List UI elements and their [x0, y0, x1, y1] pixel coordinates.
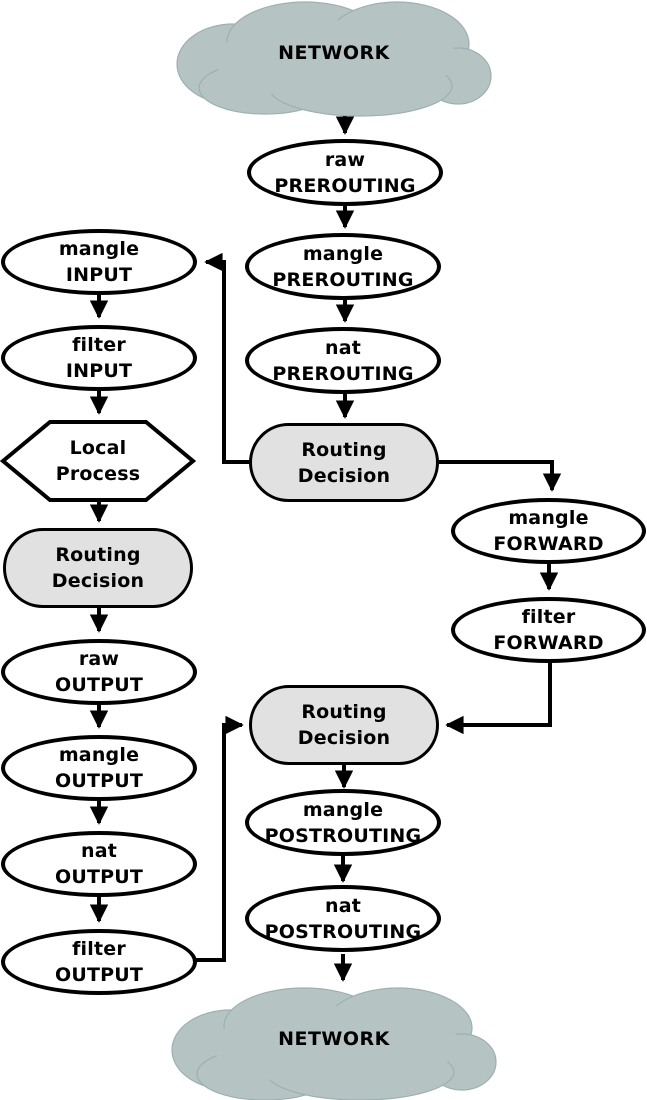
chain-name: OUTPUT — [54, 770, 144, 792]
chain-table: nat — [80, 840, 118, 862]
process-label: Process — [55, 463, 141, 485]
node-mangle-output: mangle OUTPUT — [1, 735, 197, 801]
network-cloud-top: NETWORK — [175, 0, 493, 118]
chain-name: OUTPUT — [54, 674, 144, 696]
node-nat-output: nat OUTPUT — [1, 831, 197, 897]
chain-name: FORWARD — [493, 533, 604, 555]
decision-label: Routing — [301, 701, 387, 723]
decision-label: Decision — [51, 570, 145, 592]
chain-table: mangle — [508, 507, 589, 529]
node-routing-decision-left: Routing Decision — [3, 528, 193, 608]
node-filter-output: filter OUTPUT — [1, 929, 197, 995]
network-label-top: NETWORK — [278, 42, 390, 64]
chain-table: nat — [324, 336, 362, 359]
decision-label: Decision — [297, 727, 391, 749]
node-mangle-prerouting: mangle PREROUTING — [245, 233, 441, 300]
arrow-filter-forward-to-routing-bottom — [445, 661, 552, 735]
node-routing-decision-bottom: Routing Decision — [249, 685, 439, 765]
node-raw-prerouting: raw PREROUTING — [247, 139, 443, 206]
process-label: Local — [69, 437, 127, 459]
chain-name: PREROUTING — [274, 174, 416, 197]
chain-table: mangle — [302, 242, 384, 265]
chain-table: mangle — [302, 798, 384, 821]
chain-table: filter — [521, 606, 576, 628]
cloud-shape-icon — [176, 1, 492, 117]
chain-name: OUTPUT — [54, 964, 144, 986]
node-mangle-input: mangle INPUT — [1, 229, 197, 295]
network-cloud-bottom: NETWORK — [170, 984, 498, 1100]
arrow-routing-to-mangle-input — [204, 252, 251, 464]
chain-table: filter — [72, 938, 126, 960]
network-label-bottom: NETWORK — [278, 1028, 390, 1050]
node-filter-input: filter INPUT — [1, 325, 197, 391]
chain-table: nat — [324, 894, 362, 917]
hexagon-shape-icon — [0, 420, 196, 502]
decision-label: Routing — [301, 438, 387, 461]
chain-name: INPUT — [65, 264, 133, 286]
chain-table: filter — [72, 334, 126, 356]
arrow-filter-output-to-routing-bottom — [195, 715, 244, 962]
chain-name: FORWARD — [493, 632, 604, 654]
chain-name: INPUT — [65, 360, 133, 382]
node-mangle-postrouting: mangle POSTROUTING — [245, 789, 441, 856]
node-local-process: Local Process — [0, 419, 196, 503]
chain-table: raw — [324, 148, 366, 171]
decision-label: Routing — [55, 544, 141, 566]
chain-table: mangle — [58, 238, 140, 260]
decision-label: Decision — [297, 464, 391, 487]
chain-name: POSTROUTING — [264, 920, 422, 943]
node-nat-postrouting: nat POSTROUTING — [245, 885, 441, 952]
chain-name: PREROUTING — [272, 362, 414, 385]
chain-name: PREROUTING — [272, 268, 414, 291]
cloud-shape-icon — [171, 987, 497, 1100]
chain-table: mangle — [58, 744, 140, 766]
node-raw-output: raw OUTPUT — [1, 639, 197, 705]
node-routing-decision-center: Routing Decision — [249, 423, 439, 502]
chain-name: POSTROUTING — [264, 824, 422, 847]
node-nat-prerouting: nat PREROUTING — [245, 327, 441, 394]
chain-name: OUTPUT — [54, 866, 144, 888]
node-mangle-forward: mangle FORWARD — [451, 498, 646, 564]
arrow-routing-to-mangle-forward — [437, 460, 562, 492]
node-filter-forward: filter FORWARD — [451, 597, 646, 663]
chain-table: raw — [78, 648, 120, 670]
